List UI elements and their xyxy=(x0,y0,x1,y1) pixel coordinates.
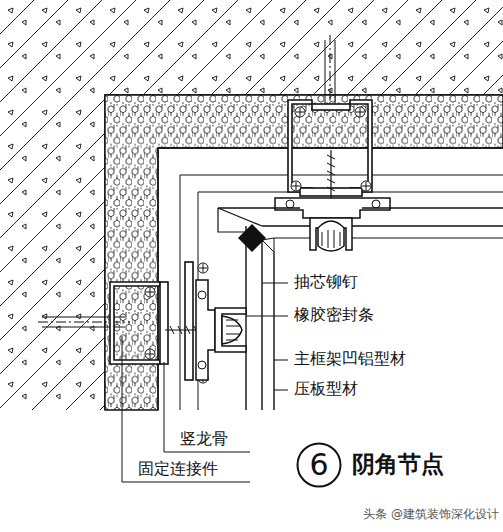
part-label: 抽芯铆钉 xyxy=(294,273,358,291)
callout-number: 6 xyxy=(296,442,342,488)
part-label: 橡胶密封条 xyxy=(294,306,374,324)
part-label: 主框架凹铝型材 xyxy=(294,350,406,368)
drawing-title: 阴角节点 xyxy=(352,451,444,477)
part-label: 竖龙骨 xyxy=(180,430,228,448)
part-label: 压板型材 xyxy=(294,380,358,398)
part-label: 固定连接件 xyxy=(138,460,218,478)
watermark: 头条 @建筑装饰深化设计 xyxy=(363,508,499,522)
callout-circle: 6 xyxy=(296,442,342,488)
